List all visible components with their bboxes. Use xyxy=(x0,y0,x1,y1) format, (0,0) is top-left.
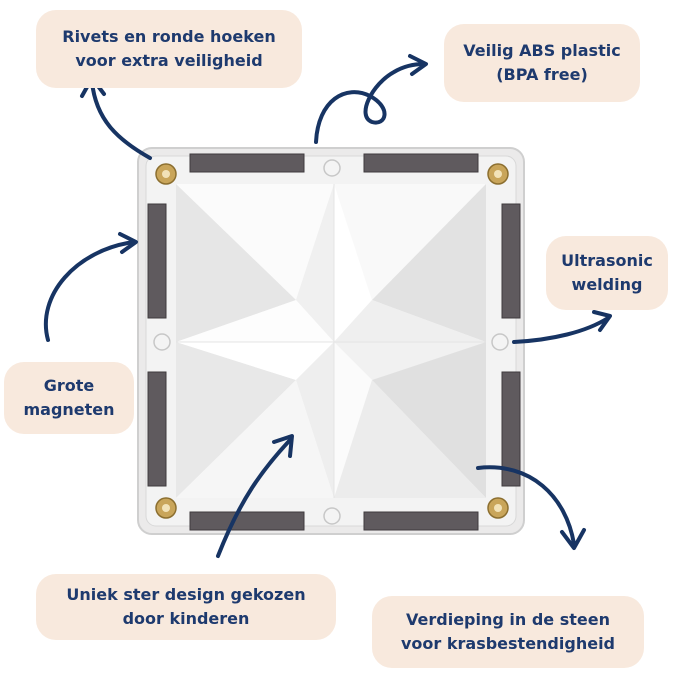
rivet-icon xyxy=(487,497,509,519)
label-ultrasonic-welding: Ultrasonic welding xyxy=(546,236,668,310)
label-star-line1: Uniek ster design gekozen xyxy=(66,585,306,604)
magnet-bottom-left xyxy=(189,511,305,531)
label-rivets-line1: Rivets en ronde hoeken xyxy=(62,27,276,46)
arrow-icon xyxy=(512,310,612,344)
magnets xyxy=(147,153,521,531)
magnet-right-top xyxy=(501,203,521,319)
magnet-left-bottom xyxy=(147,371,167,487)
arrow-icon xyxy=(216,434,294,558)
label-magnets-line2: magneten xyxy=(23,400,115,419)
arrow-icon xyxy=(476,465,586,550)
label-abs-line1: Veilig ABS plastic xyxy=(463,41,621,60)
magnet-top-left xyxy=(189,153,305,173)
rivet-icon xyxy=(155,497,177,519)
label-magnets-line1: Grote xyxy=(43,376,95,395)
label-abs-plastic: Veilig ABS plastic (BPA free) xyxy=(444,24,640,102)
label-rivets: Rivets en ronde hoeken voor extra veilig… xyxy=(36,10,302,88)
label-scratch-resistance: Verdieping in de steen voor krasbestendi… xyxy=(372,596,644,668)
arrow-icon xyxy=(80,76,152,160)
magnet-left-top xyxy=(147,203,167,319)
label-star-design: Uniek ster design gekozen door kinderen xyxy=(36,574,336,640)
arrow-icon xyxy=(314,54,428,144)
label-ultrasonic-line2: welding xyxy=(571,275,643,294)
label-deep-line2: voor krasbestendigheid xyxy=(400,634,615,653)
star-design xyxy=(176,184,486,498)
rivet-icon xyxy=(155,163,177,185)
label-abs-line2: (BPA free) xyxy=(496,65,588,84)
magnet-top-right xyxy=(363,153,479,173)
label-deep-line1: Verdieping in de steen xyxy=(406,610,610,629)
label-ultrasonic-line1: Ultrasonic xyxy=(561,251,653,270)
magnet-bottom-right xyxy=(363,511,479,531)
magnet-right-bottom xyxy=(501,371,521,487)
label-rivets-line2: voor extra veiligheid xyxy=(75,51,263,70)
label-star-line2: door kinderen xyxy=(122,609,250,628)
rivet-icon xyxy=(487,163,509,185)
arrow-icon xyxy=(44,232,138,342)
welding-points xyxy=(153,159,509,525)
rivets xyxy=(155,163,509,519)
label-magnets: Grote magneten xyxy=(4,362,134,434)
